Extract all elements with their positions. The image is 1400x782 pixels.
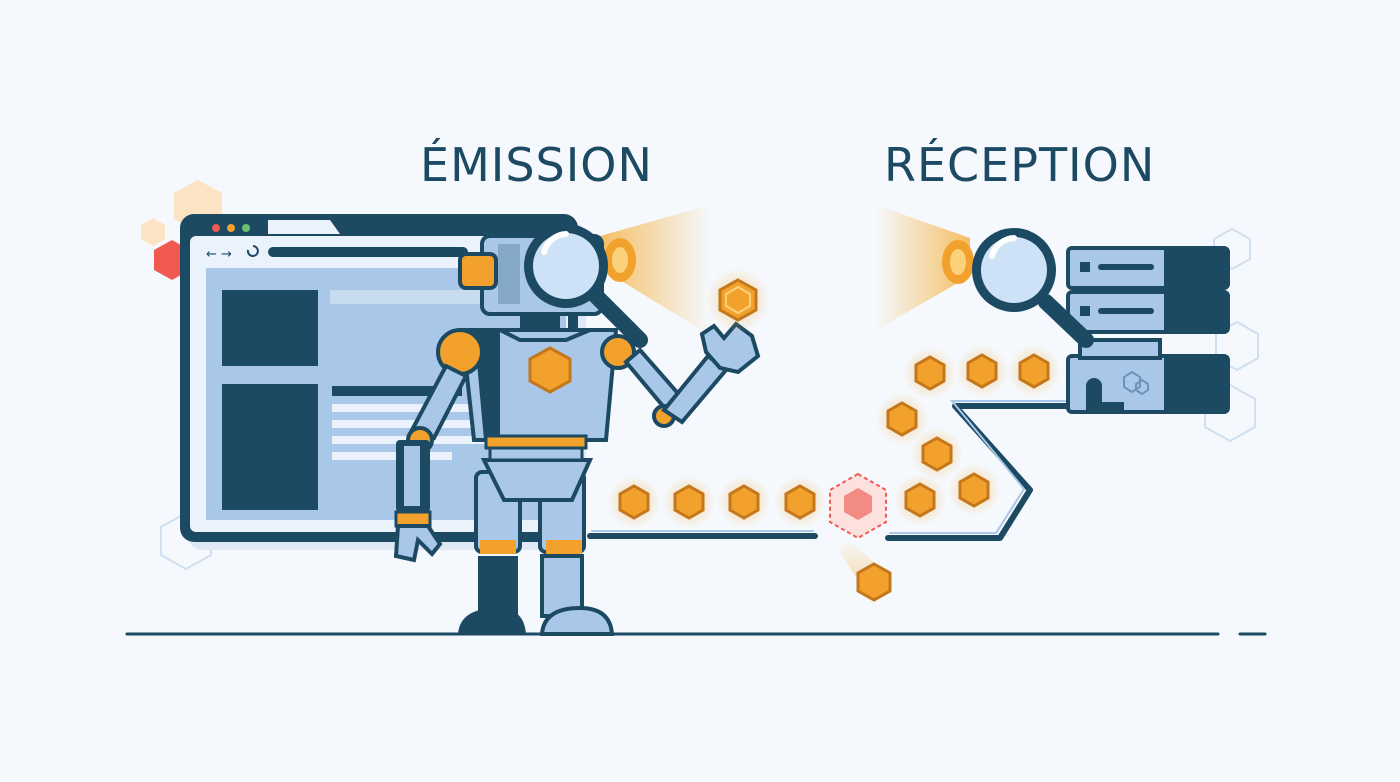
conveyor-track (587, 403, 1101, 541)
rejected-hexagon-token (829, 472, 892, 602)
token-row-emission (608, 476, 826, 528)
token-row-reception (876, 345, 1060, 526)
hexagon-token-icon (956, 345, 1008, 397)
scan-beams (600, 205, 974, 335)
held-token (706, 268, 770, 332)
hexagon-token-icon (911, 428, 963, 480)
server-stack-icon (1066, 246, 1230, 414)
hexagon-token-icon (1008, 345, 1060, 397)
robot-inspector (393, 234, 761, 636)
hexagon-token-icon (894, 474, 946, 526)
hexagon-token-icon (663, 476, 715, 528)
hexagon-token-icon (774, 476, 826, 528)
svg-text:← →: ← → (206, 247, 232, 262)
magnifying-glass-icon (524, 224, 648, 348)
hexagon-token-icon (876, 393, 928, 445)
reception-label: RÉCEPTION (884, 138, 1156, 192)
hexagon-token-icon (948, 464, 1000, 516)
hexagon-token-icon (904, 347, 956, 399)
emission-label: ÉMISSION (420, 138, 653, 192)
hexagon-token-icon (608, 476, 660, 528)
hexagon-token-icon (718, 476, 770, 528)
server-magnifying-glass-icon (972, 228, 1094, 348)
